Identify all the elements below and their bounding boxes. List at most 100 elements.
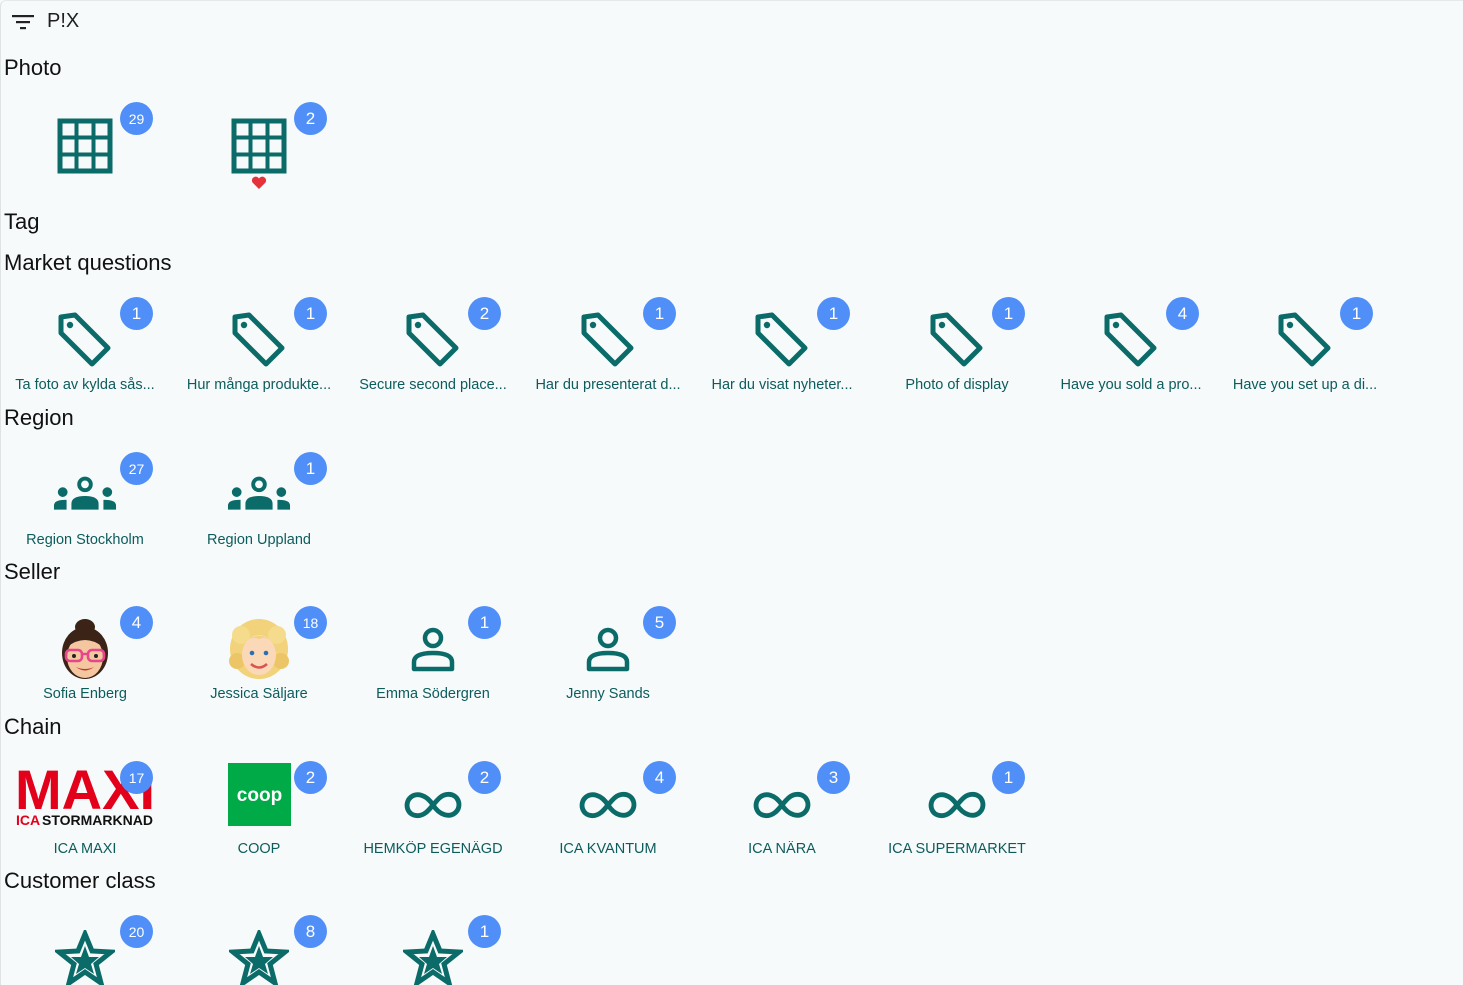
group-icon xyxy=(227,464,291,528)
region-tile[interactable]: 1 Region Uppland xyxy=(172,442,346,554)
ica-logo-text: ICA xyxy=(16,812,40,827)
customer-class-row: 20 8 1 xyxy=(0,905,1400,985)
tag-label: Har du presenterat d... xyxy=(535,377,681,393)
person-icon xyxy=(401,618,465,682)
tag-tile[interactable]: 2 Secure second place... xyxy=(346,287,520,399)
person-icon xyxy=(576,618,640,682)
section-title-chain: Chain xyxy=(4,714,62,739)
seller-label: Emma Södergren xyxy=(376,686,490,702)
seller-label: Jenny Sands xyxy=(566,686,650,702)
grid-icon xyxy=(53,114,117,178)
chain-tile[interactable]: coop 2 COOP xyxy=(172,751,346,863)
count-badge: 2 xyxy=(468,297,501,330)
infinity-icon xyxy=(925,773,989,837)
count-badge: 17 xyxy=(120,761,153,794)
customer-class-tile[interactable]: 1 xyxy=(346,905,520,985)
tag-label: Hur många produkte... xyxy=(186,377,332,393)
region-label: Region Uppland xyxy=(207,532,311,548)
infinity-icon xyxy=(401,773,465,837)
customer-class-tile[interactable]: 20 xyxy=(0,905,172,985)
tag-label: Ta foto av kylda sås... xyxy=(15,377,155,393)
chain-tile[interactable]: MAXI ICA STORMARKNAD 17 ICA MAXI xyxy=(0,751,172,863)
count-badge: 3 xyxy=(817,761,850,794)
count-badge: 2 xyxy=(294,102,327,135)
seller-row: 4 Sofia Enberg 18 Jessica Säljare xyxy=(0,596,1400,716)
tag-icon xyxy=(750,309,814,373)
avatar xyxy=(227,618,291,682)
tag-tile[interactable]: 1 Photo of display xyxy=(870,287,1044,399)
seller-label: Sofia Enberg xyxy=(43,686,127,702)
tag-tile[interactable]: 1 Have you set up a di... xyxy=(1218,287,1392,399)
tag-icon xyxy=(925,309,989,373)
star-icon xyxy=(227,927,291,985)
app-title: P!X xyxy=(47,10,80,32)
coop-logo: coop xyxy=(227,762,291,826)
tag-icon xyxy=(227,309,291,373)
count-badge: 1 xyxy=(468,915,501,948)
section-title-region: Region xyxy=(4,405,74,430)
region-row: 27 Region Stockholm 1 Region Uppland xyxy=(0,442,1400,562)
chain-tile[interactable]: 2 HEMKÖP EGENÄGD xyxy=(346,751,520,863)
chain-label: ICA NÄRA xyxy=(748,841,816,857)
chain-row: MAXI ICA STORMARKNAD 17 ICA MAXI coop 2 … xyxy=(0,751,1400,871)
seller-tile[interactable]: 4 Sofia Enberg xyxy=(0,596,172,708)
star-icon xyxy=(53,927,117,985)
tag-label: Have you sold a pro... xyxy=(1060,377,1202,393)
count-badge: 1 xyxy=(817,297,850,330)
count-badge: 1 xyxy=(120,297,153,330)
seller-tile[interactable]: 18 Jessica Säljare xyxy=(172,596,346,708)
seller-tile[interactable]: 5 Jenny Sands xyxy=(521,596,695,708)
chain-label: HEMKÖP EGENÄGD xyxy=(363,841,503,857)
tag-label: Secure second place... xyxy=(359,377,507,393)
avatar xyxy=(53,618,117,682)
photo-tile-all[interactable]: 29 xyxy=(0,92,172,204)
tag-tile[interactable]: 1 Har du visat nyheter... xyxy=(695,287,869,399)
stormarknad-logo-text: STORMARKNAD xyxy=(42,812,153,827)
tag-tile[interactable]: 1 Hur många produkte... xyxy=(172,287,346,399)
chain-label: ICA KVANTUM xyxy=(559,841,657,857)
chain-label: ICA MAXI xyxy=(53,841,117,857)
count-badge: 29 xyxy=(120,102,153,135)
seller-label: Jessica Säljare xyxy=(210,686,308,702)
customer-class-tile[interactable]: 8 xyxy=(172,905,346,985)
photo-tile-favorites[interactable]: 2 xyxy=(172,92,346,204)
count-badge: 1 xyxy=(992,761,1025,794)
count-badge: 4 xyxy=(1166,297,1199,330)
region-tile[interactable]: 27 Region Stockholm xyxy=(0,442,172,554)
grid-icon xyxy=(227,114,291,178)
count-badge: 4 xyxy=(120,606,153,639)
photo-row: 29 2 xyxy=(0,92,1400,212)
infinity-icon xyxy=(750,773,814,837)
count-badge: 5 xyxy=(643,606,676,639)
heart-icon xyxy=(251,176,267,195)
tag-icon xyxy=(401,309,465,373)
chain-tile[interactable]: 4 ICA KVANTUM xyxy=(521,751,695,863)
star-icon xyxy=(401,927,465,985)
count-badge: 2 xyxy=(468,761,501,794)
chain-tile[interactable]: 3 ICA NÄRA xyxy=(695,751,869,863)
tag-icon xyxy=(576,309,640,373)
tag-tile[interactable]: 1 Har du presenterat d... xyxy=(521,287,695,399)
count-badge: 1 xyxy=(294,297,327,330)
chain-label: ICA SUPERMARKET xyxy=(888,841,1026,857)
section-title-photo: Photo xyxy=(4,55,62,80)
seller-tile[interactable]: 1 Emma Södergren xyxy=(346,596,520,708)
count-badge: 18 xyxy=(294,606,327,639)
market-questions-row: 1 Ta foto av kylda sås... 1 Hur många pr… xyxy=(0,287,1400,407)
count-badge: 20 xyxy=(120,915,153,948)
coop-logo-text: coop xyxy=(236,785,281,806)
section-title-customer-class: Customer class xyxy=(4,868,156,893)
count-badge: 1 xyxy=(294,452,327,485)
tag-icon xyxy=(1273,309,1337,373)
infinity-icon xyxy=(576,773,640,837)
tag-tile[interactable]: 1 Ta foto av kylda sås... xyxy=(0,287,172,399)
count-badge: 8 xyxy=(294,915,327,948)
count-badge: 1 xyxy=(992,297,1025,330)
filter-menu-icon[interactable] xyxy=(10,10,36,34)
tag-tile[interactable]: 4 Have you sold a pro... xyxy=(1044,287,1218,399)
count-badge: 1 xyxy=(468,606,501,639)
count-badge: 2 xyxy=(294,761,327,794)
chain-label: COOP xyxy=(237,841,281,857)
chain-tile[interactable]: 1 ICA SUPERMARKET xyxy=(870,751,1044,863)
